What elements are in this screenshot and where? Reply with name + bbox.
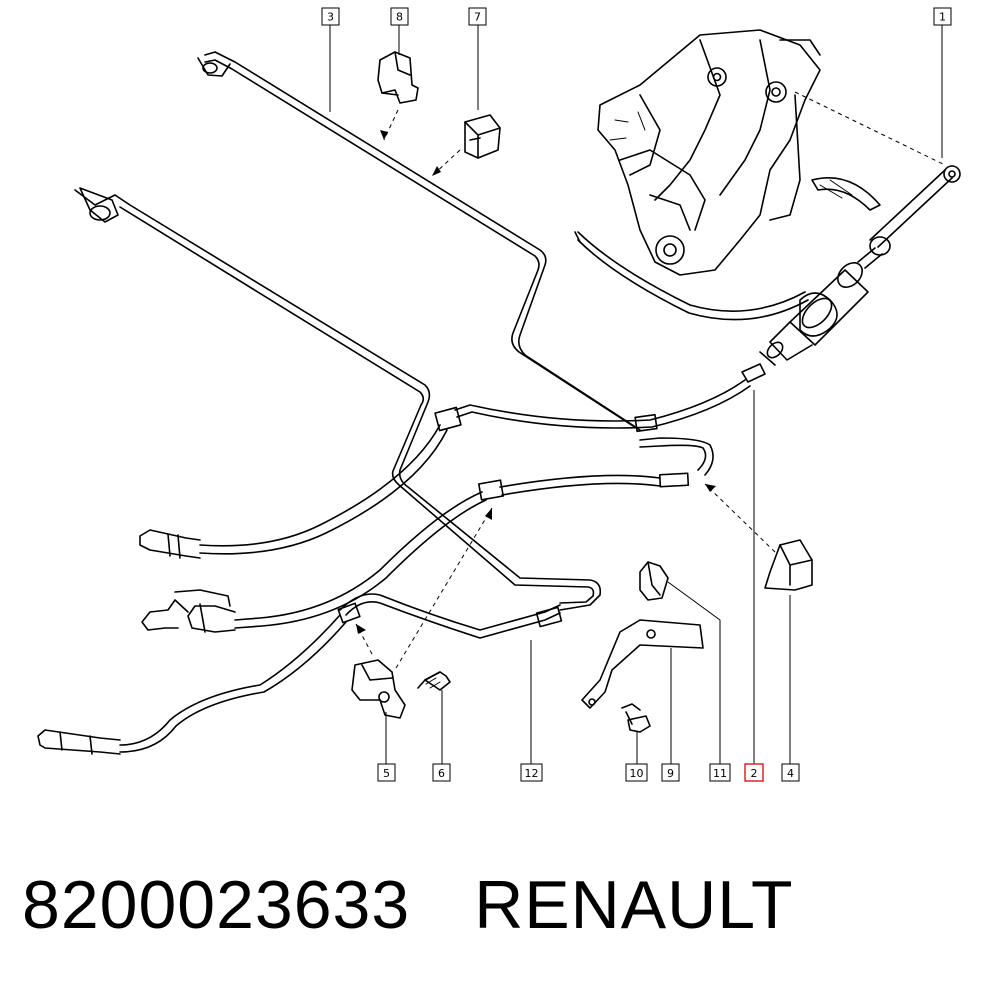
push-rod <box>857 165 961 269</box>
arrow-5-to-hose <box>355 623 373 655</box>
callout-9-number: 9 <box>667 767 674 780</box>
hose-middle <box>141 437 714 633</box>
bolt-6 <box>417 671 451 691</box>
callout-2-number: 2 <box>751 767 758 780</box>
hydraulic-line-2 <box>139 363 766 559</box>
bolt-10 <box>621 703 651 733</box>
callout-5-number: 5 <box>383 767 390 780</box>
rod-to-pedal <box>794 91 946 166</box>
callout-10-number: 10 <box>630 767 644 780</box>
part-number: 8200023633 <box>22 867 411 943</box>
pipe-3 <box>197 51 641 431</box>
caption: 8200023633 RENAULT <box>22 860 794 950</box>
callout-10: 10 <box>625 763 648 782</box>
callout-6-number: 6 <box>438 767 445 780</box>
callout-11-number: 11 <box>713 767 727 780</box>
master-cylinder <box>759 262 869 366</box>
arrow-5-up <box>395 507 493 669</box>
callout-12-number: 12 <box>525 767 539 780</box>
bracket-9 <box>581 619 704 709</box>
callout-7-number: 7 <box>474 11 481 24</box>
callout-12: 12 <box>520 763 543 782</box>
brand-name: RENAULT <box>474 867 794 943</box>
callout-2: 2 <box>744 763 764 782</box>
callout-6: 6 <box>432 763 451 782</box>
arrow-7-to-pipe <box>431 149 461 177</box>
bracket-4 <box>764 539 813 591</box>
callout-11: 11 <box>709 763 731 782</box>
arrow-4-to-hose <box>704 483 776 553</box>
callout-3-number: 3 <box>327 11 334 24</box>
pipe-left-upper <box>74 187 602 611</box>
callout-4: 4 <box>781 763 800 782</box>
clip-7 <box>464 114 501 159</box>
callout-8-number: 8 <box>396 11 403 24</box>
clip-8 <box>377 51 419 104</box>
clip-11 <box>639 561 669 601</box>
callout-1-number: 1 <box>939 11 946 24</box>
clip-5 <box>351 659 406 719</box>
callout-1: 1 <box>933 7 952 26</box>
pedal-assembly <box>597 29 881 276</box>
callout-3: 3 <box>321 7 340 26</box>
callout-8: 8 <box>390 7 409 26</box>
reservoir-hose <box>574 231 809 321</box>
hose-12 <box>37 593 563 755</box>
callout-5: 5 <box>377 763 396 782</box>
callout-4-number: 4 <box>787 767 794 780</box>
callout-7: 7 <box>468 7 487 26</box>
callout-9: 9 <box>661 763 680 782</box>
